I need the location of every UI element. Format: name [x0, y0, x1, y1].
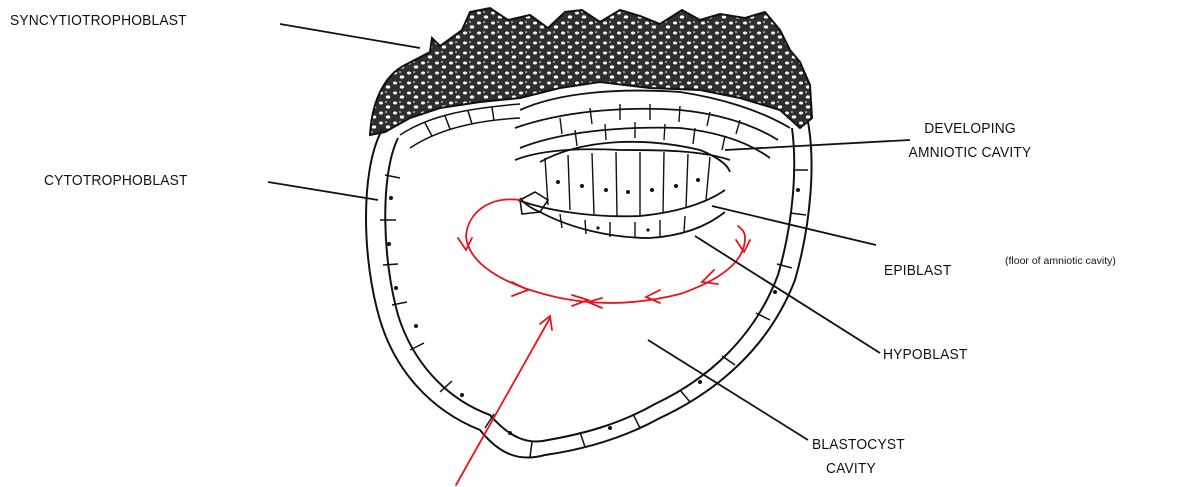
developing-label: DEVELOPING	[919, 120, 1020, 137]
disc-cells	[545, 104, 740, 238]
wall-nuclei	[387, 188, 800, 435]
hypoblast-label: HYPOBLAST	[883, 346, 967, 363]
leader-lines	[268, 24, 910, 440]
epiblast-label: EPIBLAST	[884, 262, 951, 279]
blastocyst-label: BLASTOCYST	[812, 436, 905, 453]
epiblast-note: (floor of amniotic cavity)	[1005, 255, 1116, 267]
disc-nuclei	[556, 178, 700, 232]
cytotrophoblast-label: CYTOTROPHOBLAST	[44, 172, 188, 189]
cavity-label: CAVITY	[826, 460, 876, 477]
bilaminar-disc	[515, 91, 790, 238]
blastocyst-wall	[366, 122, 812, 458]
syncytiotrophoblast-label: SYNCYTIOTROPHOBLAST	[10, 12, 187, 29]
amniotic-cavity-label: AMNIOTIC CAVITY	[907, 144, 1032, 161]
